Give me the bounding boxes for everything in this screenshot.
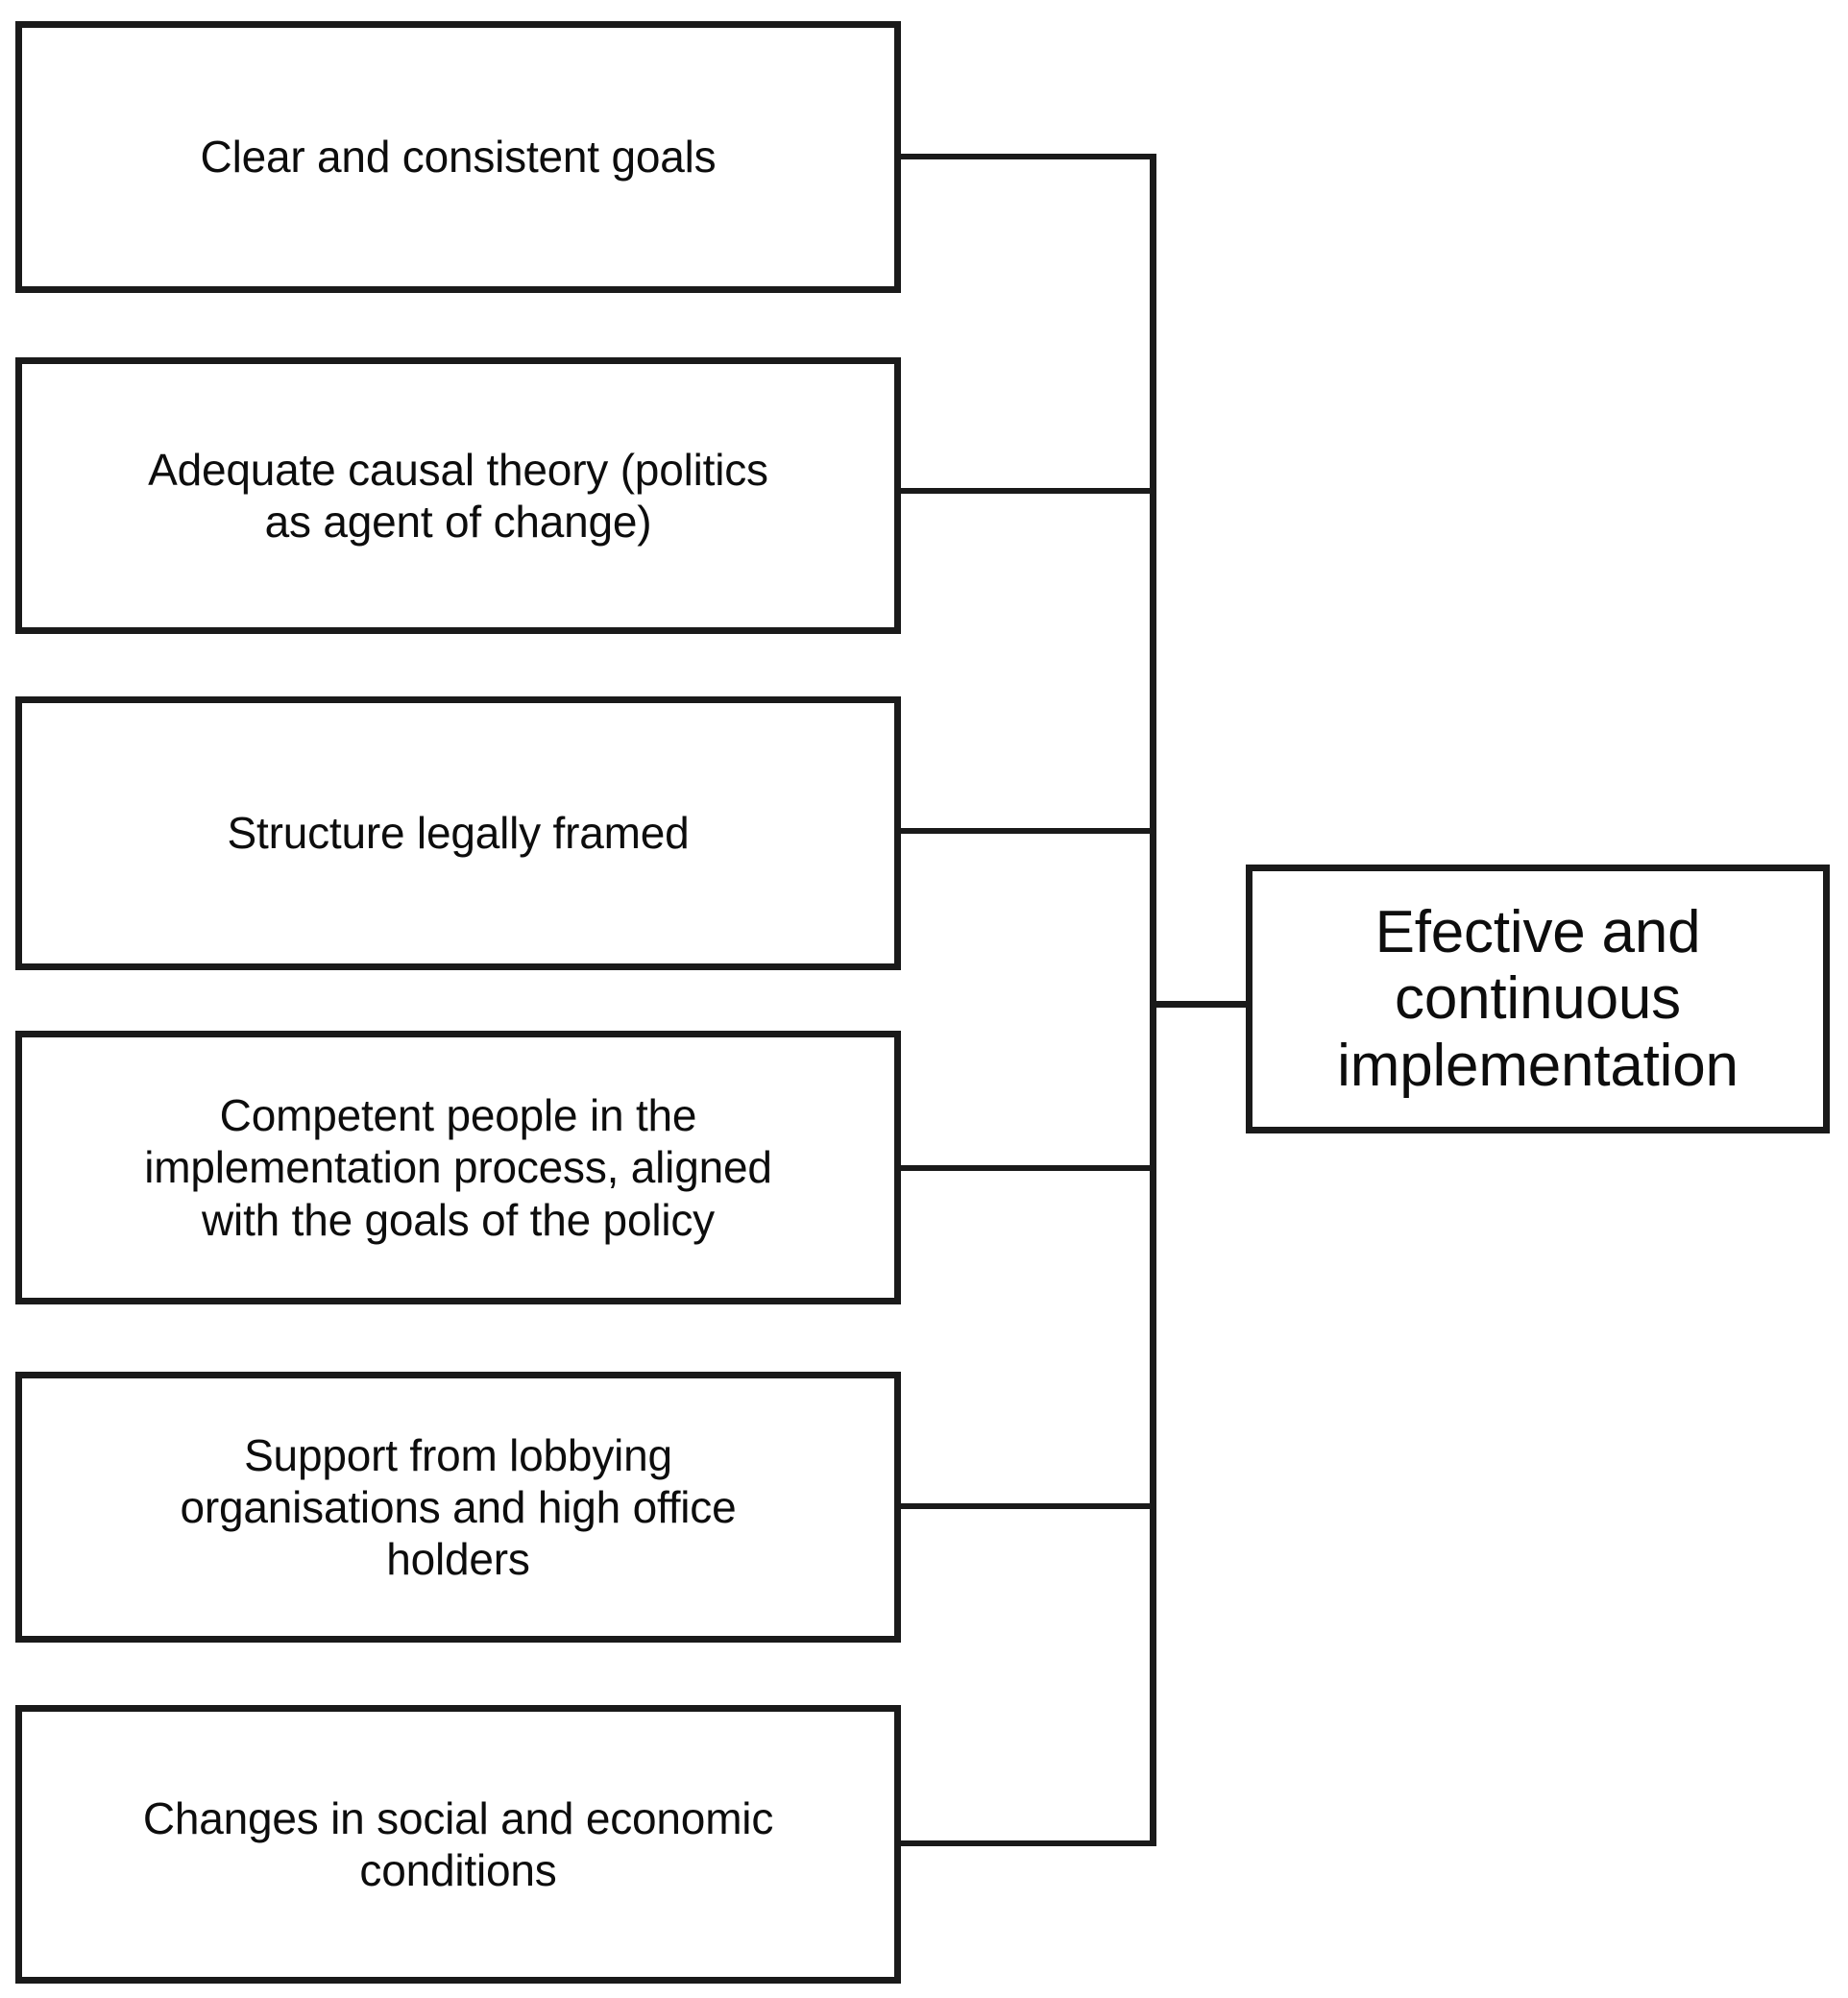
connector-stub-competent-people bbox=[895, 1165, 1156, 1171]
connector-spine bbox=[1150, 154, 1156, 1846]
factor-label: Competent people in the implementation p… bbox=[144, 1090, 772, 1245]
connector-stub-clear-goals bbox=[895, 154, 1156, 159]
connector-trunk-to-outcome bbox=[1150, 1001, 1249, 1008]
connector-stub-legal-structure bbox=[895, 828, 1156, 834]
outcome-box-effective-implementation[interactable]: Efective and continuous implementation bbox=[1246, 865, 1830, 1133]
factor-box-legal-structure[interactable]: Structure legally framed bbox=[15, 696, 901, 970]
factor-label: Clear and consistent goals bbox=[200, 132, 717, 183]
factor-box-competent-people[interactable]: Competent people in the implementation p… bbox=[15, 1031, 901, 1304]
connector-stub-lobby-support bbox=[895, 1503, 1156, 1509]
connector-stub-causal-theory bbox=[895, 488, 1156, 494]
factor-box-clear-goals[interactable]: Clear and consistent goals bbox=[15, 21, 901, 293]
factor-label: Structure legally framed bbox=[227, 808, 690, 859]
factor-label: Changes in social and economic condition… bbox=[142, 1792, 774, 1895]
connector-stub-social-economic bbox=[895, 1840, 1156, 1846]
factor-label: Adequate causal theory (politics as agen… bbox=[148, 444, 768, 547]
factor-box-social-economic[interactable]: Changes in social and economic condition… bbox=[15, 1705, 901, 1984]
factor-box-lobby-support[interactable]: Support from lobbying organisations and … bbox=[15, 1372, 901, 1643]
factor-box-causal-theory[interactable]: Adequate causal theory (politics as agen… bbox=[15, 357, 901, 634]
outcome-label: Efective and continuous implementation bbox=[1337, 898, 1739, 1099]
factor-label: Support from lobbying organisations and … bbox=[180, 1429, 737, 1585]
